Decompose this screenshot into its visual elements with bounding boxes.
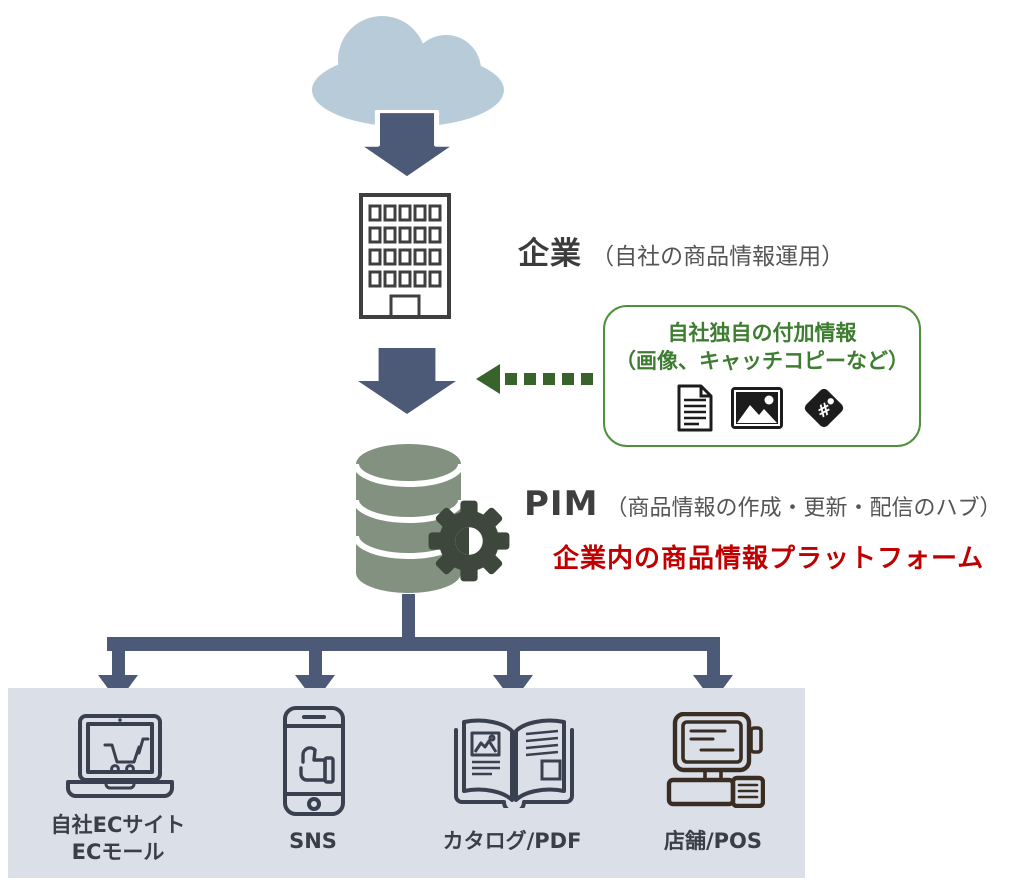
pos-keypad-lines <box>737 783 759 799</box>
pim-note: （商品情報の作成・更新・配信のハブ） <box>605 496 1002 521</box>
company-note: （自社の商品情報運用） <box>591 244 845 270</box>
image-icon <box>731 387 783 430</box>
company-label: 企業 （自社の商品情報運用） <box>518 228 844 273</box>
addon-info-line2: （画像、キャッチコピーなど） <box>615 348 909 373</box>
dashed-arrowhead-icon <box>476 364 500 394</box>
pim-highlight: 企業内の商品情報プラットフォーム <box>553 544 985 574</box>
dashed-line <box>505 373 593 385</box>
building-windows <box>368 204 442 288</box>
catalog-right-page <box>525 729 562 781</box>
pim-label: PIM （商品情報の作成・更新・配信のハブ） <box>524 484 1002 524</box>
smartphone-sns-icon <box>283 706 345 816</box>
addon-to-flow-arrow <box>476 364 598 394</box>
addon-info-line1: 自社独自の付加情報 <box>667 321 857 345</box>
company-to-pim-arrow <box>358 348 456 414</box>
channel-label-ec: 自社ECサイト ECモール <box>50 813 186 865</box>
thumbs-up-icon <box>299 746 335 784</box>
cart-icon <box>103 737 150 774</box>
company-building-icon <box>359 193 451 319</box>
database-icon <box>353 444 464 593</box>
addon-info-box: 自社独自の付加情報 （画像、キャッチコピーなど） <box>603 305 921 447</box>
channel-label-pos: 店舗/POS <box>663 829 763 853</box>
building-door <box>389 294 421 317</box>
laptop-ec-icon <box>66 714 174 798</box>
channel-label-sns: SNS <box>289 829 337 853</box>
pos-register-icon <box>666 712 765 808</box>
pim-name: PIM <box>524 484 599 524</box>
catalog-book-icon <box>454 718 574 808</box>
channel-label-catalog: カタログ/PDF <box>442 829 582 853</box>
addon-icons-row: # <box>605 383 919 433</box>
cloud-to-company-arrow <box>356 110 458 180</box>
document-icon <box>677 384 713 432</box>
company-name: 企業 <box>518 236 582 272</box>
connector-stem <box>402 594 415 644</box>
pos-screen-lines <box>689 729 735 752</box>
catalog-left-page <box>470 731 501 776</box>
gear-icon <box>428 500 510 582</box>
connector-bar <box>107 637 720 651</box>
price-tag-icon: # <box>804 389 844 428</box>
cloud-icon <box>312 16 504 127</box>
